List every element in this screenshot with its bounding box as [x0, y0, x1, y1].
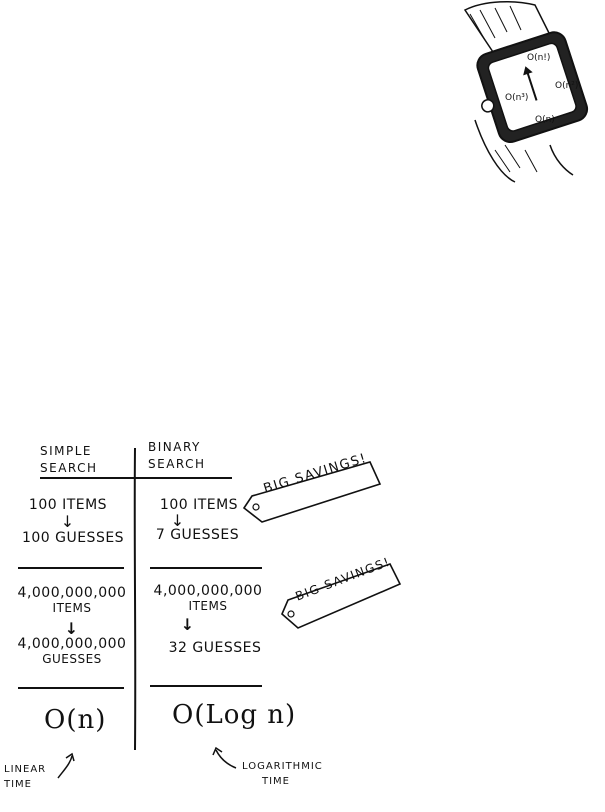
binary-search-header-line1: BINARY: [148, 440, 201, 454]
row1-binary-items: 100 ITEMS: [159, 497, 239, 513]
wrist-watch-illustration: O(n!) O(n³) O(n²) O(n): [463, 0, 589, 183]
binary-search-complexity: O(Log n): [172, 700, 297, 730]
logarithmic-time-annotation-line1: LOGARITHMIC: [242, 761, 323, 772]
row2-binary-items: 4,000,000,000 ITEMS: [150, 583, 266, 613]
simple-search-complexity: O(n): [44, 705, 107, 735]
linear-time-annotation-line1: LINEAR: [4, 764, 47, 775]
watch-label-right: O(n²): [555, 81, 578, 91]
row2-binary-guesses: 32 GUESSES: [168, 640, 262, 656]
simple-search-header-line2: SEARCH: [40, 461, 98, 475]
big-savings-tag-1: BIG SAVINGS!: [240, 451, 390, 530]
linear-time-annotation: LINEAR TIME: [4, 762, 46, 792]
binary-search-header: BINARY SEARCH: [148, 439, 206, 473]
watch-label-left: O(n³): [505, 93, 528, 103]
simple-search-header: SIMPLE SEARCH: [40, 443, 98, 477]
row2-simple-guesses-count: 4,000,000,000: [17, 636, 127, 652]
row1-binary-arrow-icon: ↓: [170, 511, 186, 530]
logarithmic-time-annotation: LOGARITHMIC TIME: [242, 759, 323, 789]
row2-simple-guesses-unit: GUESSES: [42, 652, 102, 666]
row2-simple-items: 4,000,000,000 ITEMS: [14, 585, 130, 615]
big-savings-tag-2: BIG SAVINGS!: [278, 554, 408, 632]
simple-search-header-line1: SIMPLE: [40, 444, 93, 458]
watch-label-bottom: O(n): [535, 115, 555, 125]
row1-simple-guesses: 100 GUESSES: [21, 530, 125, 546]
row1-binary-guesses: 7 GUESSES: [155, 527, 240, 543]
row2-simple-items-count: 4,000,000,000: [17, 585, 127, 601]
comparison-table-lines: [18, 447, 262, 779]
linear-time-annotation-line2: TIME: [4, 779, 33, 790]
row2-simple-arrow-icon: ↓: [64, 619, 80, 638]
binary-search-header-line2: SEARCH: [148, 457, 206, 471]
row1-simple-arrow-icon: ↓: [60, 512, 76, 531]
row2-simple-guesses: 4,000,000,000 GUESSES: [14, 636, 130, 666]
logarithmic-time-annotation-line2: TIME: [262, 776, 291, 787]
row2-binary-items-unit: ITEMS: [188, 599, 228, 613]
watch-label-top: O(n!): [527, 53, 550, 63]
row1-simple-items: 100 ITEMS: [28, 497, 108, 513]
row2-binary-items-count: 4,000,000,000: [153, 583, 263, 599]
row2-binary-arrow-icon: ↓: [180, 615, 196, 634]
row2-simple-items-unit: ITEMS: [52, 601, 92, 615]
